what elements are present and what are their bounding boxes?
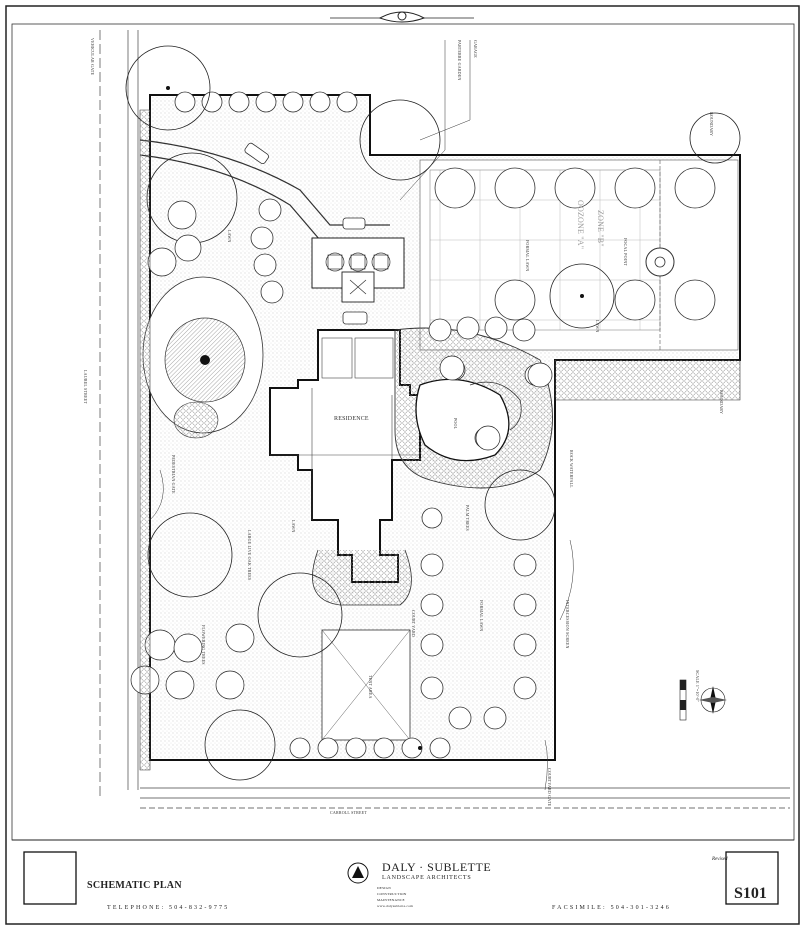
firm-logo-icon [347,862,369,884]
title-box-left [23,851,77,905]
live-oak-label: LARGE LIVE OAK TREES [247,530,252,581]
focal-point-label: FOCAL POINT [623,238,628,266]
telephone-number: TELEPHONE: 504-832-9775 [107,905,230,911]
lawn-label-east: LAWN [595,320,600,333]
laurel-street-label: LAUREL STREET [83,370,88,404]
street-lines [99,30,790,809]
outer-border [5,5,800,925]
boundary-top-label: BOUNDARY [709,112,714,137]
hedge-rows [174,91,546,759]
title-block: SCHEMATIC PLAN TELEPHONE: 504-832-9775 F… [12,840,794,920]
pool [415,378,510,462]
zone-b-label: ZONE "B" [596,210,605,247]
garage-label: GARAGE [473,40,478,58]
carroll-street-label: CARROLL STREET [330,810,367,815]
scale-bar [679,679,687,721]
courtyard-gate-label: COURTYARD GATE [547,768,552,807]
tree-canopies [125,45,741,781]
formal-lawn-label-b: FORMAL LAWN [525,240,530,272]
small-flowering-trees [130,200,553,700]
service-design: DESIGN [377,886,392,890]
north-arrow-icon [699,686,727,714]
rock-waterfall-label: ROCK WATERFALL [569,450,574,488]
firm-website: www.dalysublette.com [377,904,414,908]
pool-label: POOL [453,418,458,430]
title-box-right [725,851,779,905]
lawn-label-west: LAWN [227,230,232,243]
formal-lawn-label: FORMAL LAWN [479,600,484,632]
tent-area-label: TENT AREA [368,675,373,699]
driveway [139,139,390,226]
firm-subtitle: LANDSCAPE ARCHITECTS [382,875,472,881]
pedestrian-gate-label: PEDESTRIAN GATE [171,455,176,494]
service-maintenance: MAINTENANCE [377,898,405,902]
residence-label: RESIDENCE [334,416,369,422]
scale-label: SCALE 1"=10'-0" [695,670,700,703]
drawing-title: SCHEMATIC PLAN [87,880,182,891]
parterre-label: PARTERRE GARDEN [457,40,462,81]
vehicular-gate-label: VEHICULAR GATE [90,38,95,76]
court-yard [312,549,412,606]
ornament-icon [330,11,474,23]
revised-label: Revised [712,857,728,862]
firm-name: DALY · SUBLETTE [382,860,492,874]
intercession-screen-label: INTERCESSION SCREEN [565,600,570,649]
sheet-number: S101 [734,885,767,902]
court-yard-label: COURT YARD [411,610,416,637]
lawn-label-south: LAWN [291,520,296,533]
zone-a-label: OOZONE "A" [576,200,585,250]
flowering-trees-label: FLOWERING TREES [201,625,206,665]
palm-trees-label: PALM TREES [465,505,470,531]
service-construction: CONSTRUCTION [377,892,407,896]
car-icon [244,142,368,325]
allee-trees [434,167,716,321]
facsimile-number: FACSIMILE: 504-301-3246 [552,905,671,911]
boundary-right-label: BOUNDARY [719,390,724,415]
